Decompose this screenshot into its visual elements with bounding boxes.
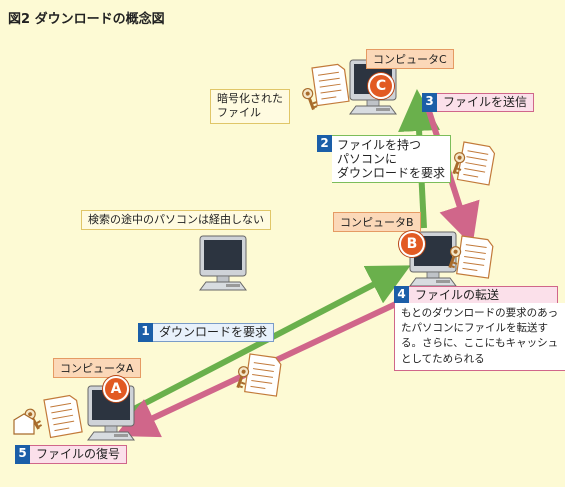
step-text: ファイルを送信 <box>437 93 535 112</box>
step-1: 1 ダウンロードを要求 <box>138 323 275 342</box>
document-icon <box>456 235 495 279</box>
figure-title: 図2 ダウンロードの概念図 <box>8 12 165 27</box>
computer-c-label: コンピュータC <box>366 49 454 69</box>
computer-b-label: コンピュータB <box>333 212 421 232</box>
step-number: 5 <box>15 445 30 464</box>
step-5: 5 ファイルの復号 <box>15 445 128 464</box>
computer-a-label: コンピュータA <box>53 358 141 378</box>
step-text: ファイルを持つ パソコンに ダウンロードを要求 <box>332 135 452 183</box>
encrypted-file-label: 暗号化された ファイル <box>210 89 290 124</box>
search-note: 検索の途中のパソコンは経由しない <box>81 210 271 231</box>
step-number: 4 <box>394 286 409 305</box>
step-2: 2 ファイルを持つ パソコンに ダウンロードを要求 <box>317 135 452 183</box>
document-icon <box>43 393 83 439</box>
arrow-request-1 <box>130 265 411 413</box>
badge-b: B <box>399 231 425 257</box>
badge-c: C <box>368 73 394 99</box>
step-text: ファイルの復号 <box>30 445 128 464</box>
step-number: 1 <box>138 323 153 342</box>
computer-idle <box>199 235 247 291</box>
badge-a: A <box>103 376 129 402</box>
document-icon <box>456 141 497 186</box>
lock-tag-icon <box>13 413 35 435</box>
document-icon <box>244 353 283 397</box>
step-3: 3 ファイルを送信 <box>422 93 535 112</box>
document-icon <box>311 62 350 107</box>
step-text: ダウンロードを要求 <box>153 323 275 342</box>
step-number: 3 <box>422 93 437 112</box>
step-number: 2 <box>317 135 332 152</box>
transfer-note: もとのダウンロードの要求のあったパソコンにファイルを転送する。さらに、ここにもキ… <box>394 303 565 371</box>
